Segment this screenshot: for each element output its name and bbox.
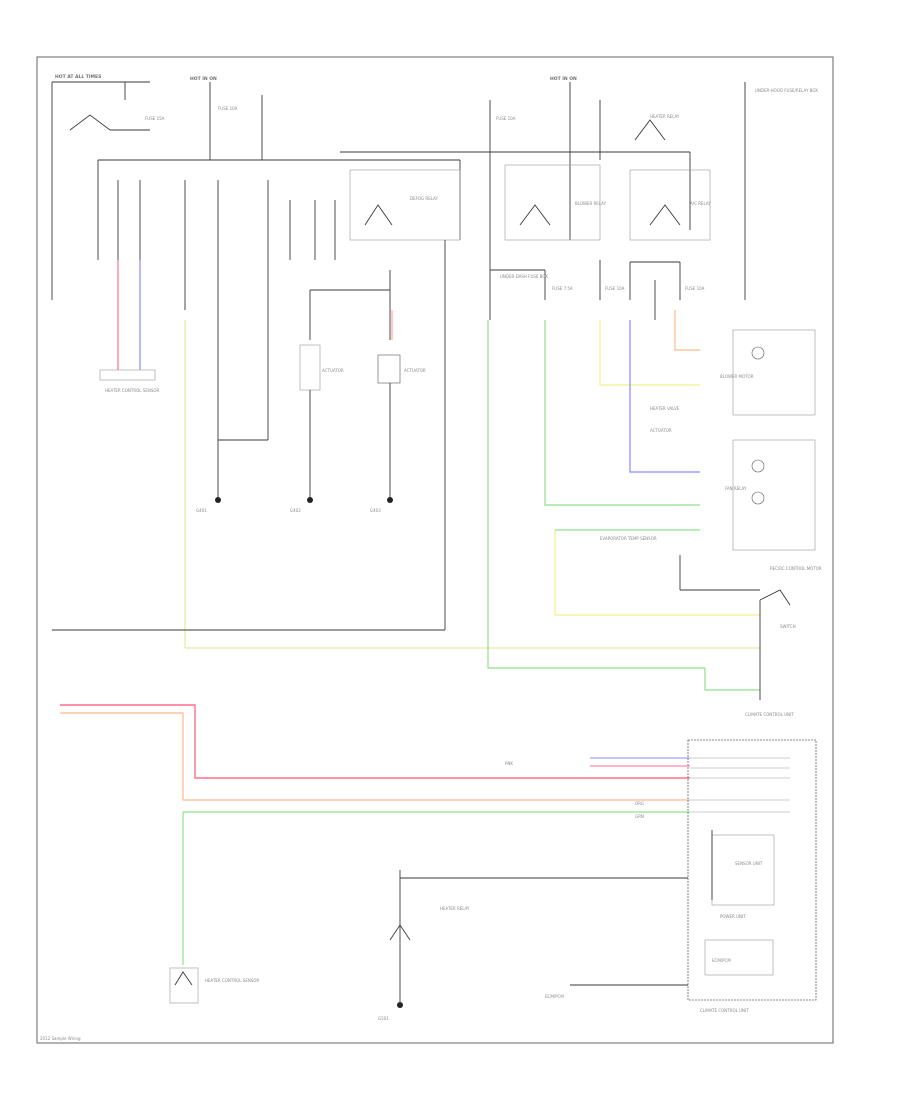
label-hot-in-on: HOT IN ON [190,76,217,82]
label-hvac-module: CLIMATE CONTROL UNIT [745,712,794,717]
label-recirc-bottom: HEATER RELAY [440,906,470,911]
label-hot-in-on-2: HOT IN ON [550,76,577,82]
label-fuse-right3: FUSE 10A [605,286,625,291]
bottom-harness [169,870,688,1008]
label-sensor-bottom: HEATER CONTROL SENSOR [205,978,260,983]
label-wire-org: ORG [635,801,644,806]
label-fuse-mid: FUSE 10A [218,106,238,111]
label-fuse-left: FUSE 15A [145,116,165,121]
harness-verticals [117,180,446,630]
right-components [679,329,816,700]
label-bottom-note: CLIMATE CONTROL UNIT [700,1008,749,1013]
label-mode-a: ACTUATOR [322,368,344,373]
label-g2: G402 [290,508,301,513]
module-feed-wires [60,704,690,965]
label-sensor-unit: SENSOR UNIT [735,861,763,866]
label-hot-at-all-times: HOT AT ALL TIMES [55,74,101,80]
label-wire-pnk: PNK [505,761,513,766]
label-under-dash: UNDER-DASH FUSE BOX [500,274,548,279]
label-evap-sensor: EVAPORATOR TEMP SENSOR [600,536,657,541]
label-mode-c: ACTUATOR [650,428,672,433]
label-recirc: RECIRC CONTROL MOTOR [770,566,822,571]
label-g3: G403 [370,508,381,513]
colored-wires-right [487,310,760,691]
label-under-hood-box: UNDER-HOOD FUSE/RELAY BOX [755,88,818,93]
colored-wires-left [99,260,760,649]
label-relay-a: HEATER RELAY [650,114,680,119]
label-fuse-right4: FUSE 10A [685,286,705,291]
label-fuse-right1: FUSE 10A [496,116,516,121]
label-relay-e: FAN RELAY [725,486,747,491]
power-bus [51,81,746,300]
label-mode-b: ACTUATOR [404,368,426,373]
label-wire-grn: GRN [635,814,644,819]
diagram-frame [36,56,834,1044]
connector-row [215,270,401,503]
label-switch: SWITCH [780,624,796,629]
label-ecm-bottom: ECM/PCM [545,994,564,999]
label-heater-valve: HEATER VALVE [650,406,680,411]
label-ecm: ECM/PCM [712,958,731,963]
label-fuse-right2: FUSE 7.5A [552,286,573,291]
footer-label: 2012 Sample Wiring [40,1036,81,1041]
top-switches [69,114,711,241]
right-fuse-taps [489,260,681,320]
climate-control-module [687,739,817,1001]
label-power-unit: POWER UNIT [720,914,746,919]
label-blower: BLOWER MOTOR [720,374,754,379]
label-relay-b: DEFOG RELAY [410,196,438,201]
label-relay-d: A/C RELAY [690,201,711,206]
label-g1: G401 [196,508,207,513]
label-sensor-left: HEATER CONTROL SENSOR [105,388,160,393]
label-ground-bottom: G501 [378,1016,389,1021]
label-relay-c: BLOWER RELAY [575,201,607,206]
